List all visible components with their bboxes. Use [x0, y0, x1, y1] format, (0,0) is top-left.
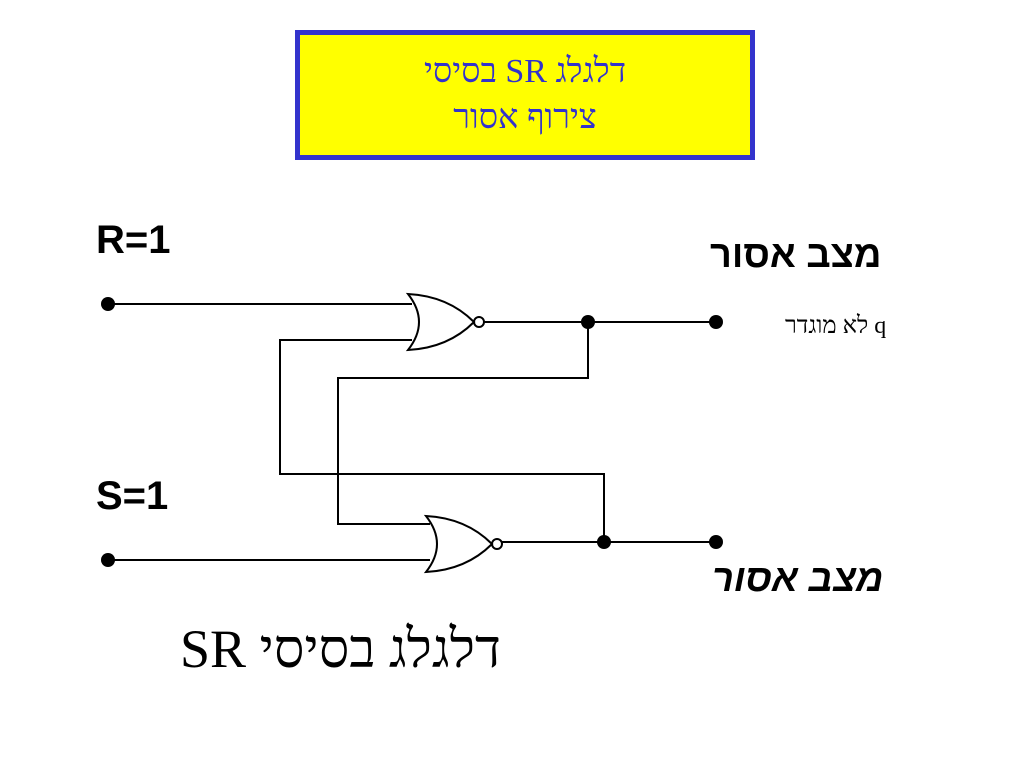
qbar-junction-dot	[597, 535, 611, 549]
s-input-label: S=1	[96, 474, 169, 518]
qbar-output-state: מצב אסור	[712, 558, 884, 600]
r-input-terminal	[101, 297, 115, 311]
qbar-output-terminal	[709, 535, 723, 549]
nor-bubble-upper	[473, 316, 485, 328]
title-box: דלגלג SR בסיסי צירוף אסור	[295, 30, 755, 160]
title-line-1: דלגלג SR בסיסי	[423, 53, 627, 91]
title-line-2: צירוף אסור	[453, 99, 597, 136]
q-output-state: מצב אסור	[710, 234, 882, 276]
r-input-label: R=1	[96, 218, 171, 262]
s-input-terminal	[101, 553, 115, 567]
q-junction-dot	[581, 315, 595, 329]
nor-bubble-lower	[491, 538, 503, 550]
q-output-note: q לא מוגדר	[785, 313, 887, 339]
nor-gate-lower	[423, 514, 494, 574]
qbar-feedback-wire	[279, 339, 605, 542]
q-feedback-wire	[337, 322, 589, 525]
diagram-caption: דלגלג בסיסי SR	[180, 619, 501, 679]
nor-gate-upper	[405, 292, 476, 352]
q-output-terminal	[709, 315, 723, 329]
